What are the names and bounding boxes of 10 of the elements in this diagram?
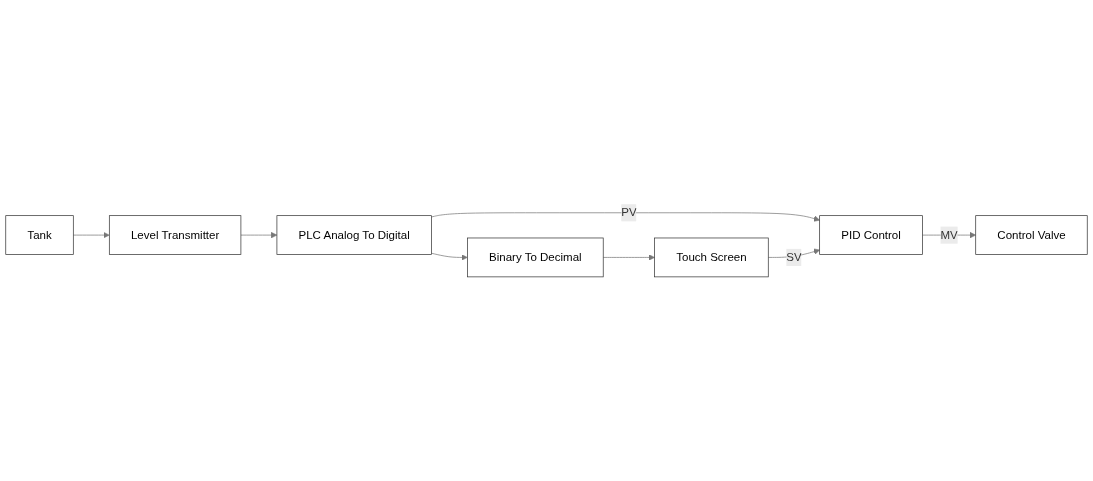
node-box: Touch Screen bbox=[654, 237, 769, 278]
node-box: Level Transmitter bbox=[108, 215, 242, 255]
node-box: Control Valve bbox=[975, 215, 1088, 255]
node-box: PLC Analog To Digital bbox=[276, 215, 432, 255]
node-box: Tank bbox=[5, 215, 74, 255]
node-box: PID Control bbox=[819, 215, 923, 255]
edge-label: PV bbox=[621, 206, 637, 219]
edge-label: SV bbox=[786, 250, 802, 264]
node-box: Binary To Decimal bbox=[467, 237, 604, 278]
edge-label: MV bbox=[940, 228, 958, 241]
